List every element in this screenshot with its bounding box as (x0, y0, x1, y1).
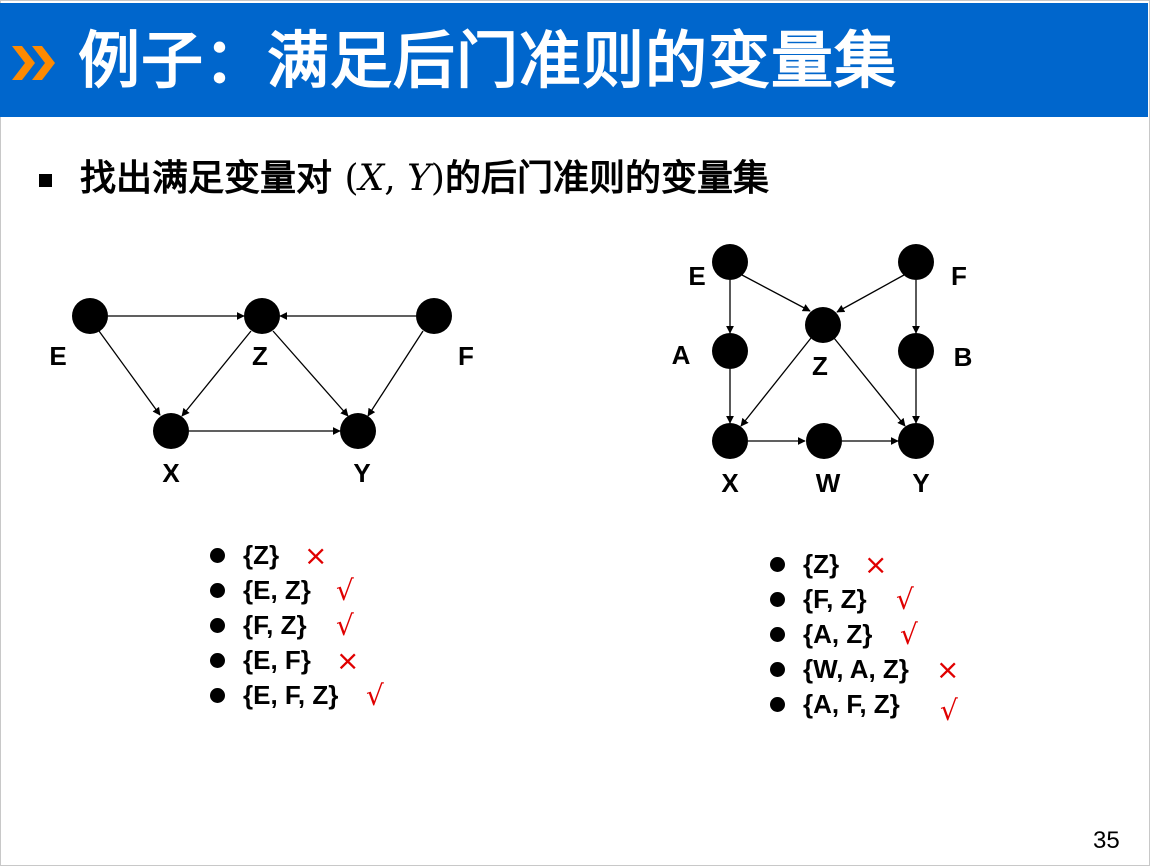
list-item: {E, Z} √ (210, 573, 410, 608)
label-right-e: E (688, 261, 705, 291)
check-mark-icon: √ (940, 694, 958, 727)
list-item: {Z} × (770, 547, 990, 582)
label-right-b: B (954, 342, 973, 372)
edge-right-z-y (833, 337, 906, 427)
list-item: {F, Z} √ (770, 582, 990, 617)
bullet-dot-icon (210, 688, 225, 703)
node-right-w (806, 423, 842, 459)
bullet-dot-icon (210, 583, 225, 598)
label-right-a: A (672, 340, 691, 370)
bullet-dot-icon (770, 662, 785, 677)
edge-right-z-x (740, 337, 812, 427)
node-right-e (712, 244, 748, 280)
set-label: {E, F} (243, 645, 311, 675)
list-item: {W, A, Z} × (770, 652, 990, 687)
list-item: {A, Z} √ (770, 617, 990, 652)
math-var-x: X (358, 158, 385, 199)
page-number: 35 (1093, 827, 1120, 854)
math-separator: , (384, 158, 408, 199)
set-label: {F, Z} (243, 610, 307, 640)
right-graph-edges (726, 274, 920, 445)
math-close-paren: ) (430, 158, 445, 199)
check-mark-icon: √ (900, 618, 918, 651)
check-mark-icon: √ (336, 574, 354, 607)
bullet-dot-icon (770, 697, 785, 712)
list-item: {E, F, Z} √ (210, 678, 410, 713)
list-item: {A, F, Z} √ (770, 687, 990, 727)
set-label: {E, F, Z} (243, 680, 339, 710)
set-label: {W, A, Z} (803, 654, 909, 684)
label-right-x: X (721, 468, 739, 498)
node-left-x (153, 413, 189, 449)
subtitle: 找出满足变量对 (X, Y)的后门准则的变量集 (80, 154, 769, 204)
node-left-f (416, 298, 452, 334)
node-left-y (340, 413, 376, 449)
edge-right-e-z (741, 274, 811, 312)
check-mark-icon: √ (336, 609, 354, 642)
node-right-b (898, 333, 934, 369)
left-set-list: {Z} × {E, Z} √ {F, Z} √ {E, F} × {E, F, … (210, 538, 410, 713)
cross-mark-icon: × (864, 548, 888, 581)
set-label: {Z} (243, 540, 280, 570)
label-left-x: X (162, 458, 180, 488)
label-right-y: Y (912, 468, 929, 498)
node-left-z (244, 298, 280, 334)
bullet-dot-icon (770, 592, 785, 607)
bullet-dot-icon (210, 653, 225, 668)
bullet-dot-icon (770, 557, 785, 572)
node-right-f (898, 244, 934, 280)
label-left-z: Z (252, 341, 268, 371)
math-open-paren: ( (344, 158, 359, 199)
list-item: {E, F} × (210, 643, 410, 678)
set-label: {A, Z} (803, 619, 873, 649)
bullet-dot-icon (210, 618, 225, 633)
left-graph-edges (98, 312, 424, 435)
node-right-z (805, 307, 841, 343)
set-label: {F, Z} (803, 584, 867, 614)
edge-right-f-z (836, 274, 905, 313)
label-left-e: E (49, 341, 66, 371)
edge-left-e-x (98, 330, 161, 416)
edge-left-z-y (272, 330, 349, 417)
list-item: {F, Z} √ (210, 608, 410, 643)
label-left-f: F (458, 341, 474, 371)
title-bar: 例子：满足后门准则的变量集 (0, 3, 1148, 117)
cross-mark-icon: × (336, 644, 360, 677)
math-var-y: Y (407, 158, 431, 199)
list-item: {Z} × (210, 538, 410, 573)
right-set-list: {Z} × {F, Z} √ {A, Z} √ {W, A, Z} × {A, … (770, 547, 990, 727)
label-right-f: F (951, 261, 967, 291)
subtitle-math: (X, Y) (345, 158, 445, 199)
right-graph-nodes (712, 244, 934, 459)
bullet-dot-icon (210, 548, 225, 563)
cross-mark-icon: × (936, 653, 960, 686)
node-right-y (898, 423, 934, 459)
cross-mark-icon: × (304, 539, 328, 572)
label-right-z: Z (812, 351, 828, 381)
edge-left-z-x (181, 330, 252, 417)
set-label: {E, Z} (243, 575, 311, 605)
set-label: {A, F, Z} (803, 689, 900, 719)
label-right-w: W (816, 468, 841, 498)
check-mark-icon: √ (896, 583, 914, 616)
subtitle-suffix: 的后门准则的变量集 (444, 158, 769, 199)
label-left-y: Y (353, 458, 370, 488)
set-label: {Z} (803, 549, 840, 579)
left-graph-nodes (72, 298, 452, 449)
node-right-a (712, 333, 748, 369)
node-left-e (72, 298, 108, 334)
node-right-x (712, 423, 748, 459)
double-chevron-icon (12, 46, 55, 80)
bullet-square-icon (39, 174, 52, 187)
slide-title: 例子：满足后门准则的变量集 (78, 24, 898, 97)
check-mark-icon: √ (366, 679, 384, 712)
edge-left-f-y (367, 330, 424, 417)
bullet-dot-icon (770, 627, 785, 642)
subtitle-prefix: 找出满足变量对 (80, 158, 345, 199)
